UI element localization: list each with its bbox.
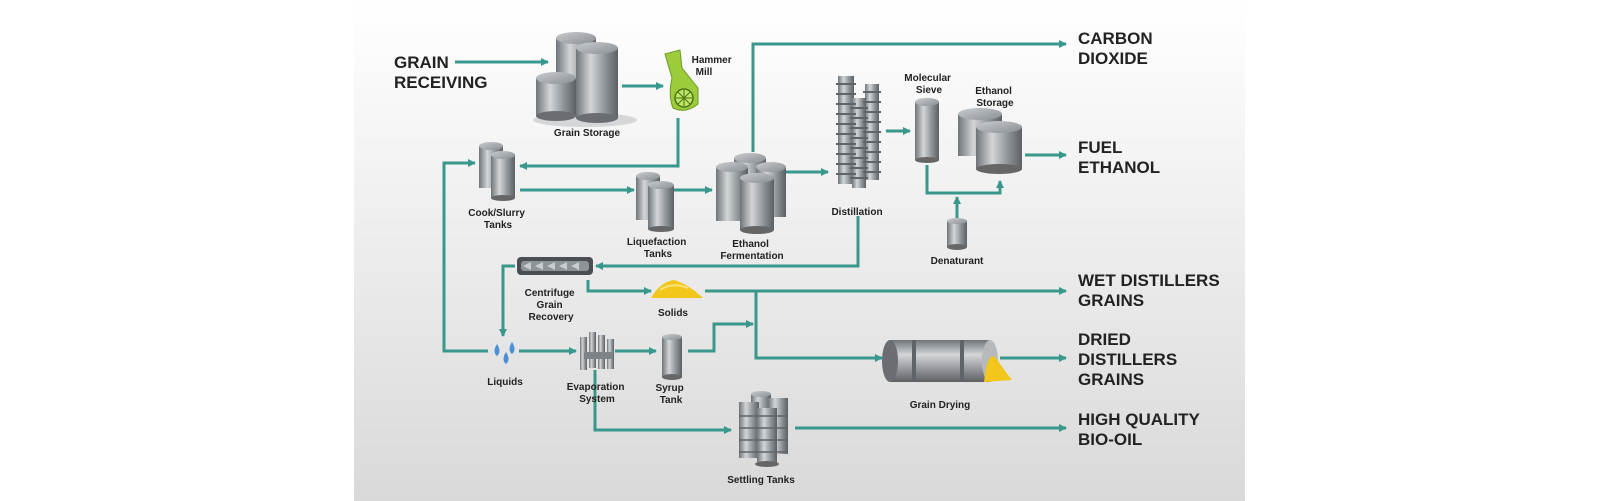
label-cook-slurry-tanks: Cook/Slurry Tanks <box>468 208 527 231</box>
label-liquids: Liquids <box>487 377 523 388</box>
ethanol-storage-tanks <box>958 108 1022 174</box>
evaporation-system <box>580 332 614 370</box>
label-denaturant: Denaturant <box>931 256 984 267</box>
label-grain-drying: Grain Drying <box>910 400 971 411</box>
denaturant-tank <box>947 218 967 250</box>
label-dried-distillers-grains: DRIED DISTILLERS GRAINS <box>1078 330 1182 389</box>
label-hammer-mill: Hammer Mill <box>692 55 735 78</box>
liquids-droplets-icon <box>494 342 515 364</box>
distillation-columns <box>836 76 881 188</box>
label-wet-distillers-grains: WET DISTILLERS GRAINS <box>1078 271 1224 310</box>
hammer-mill-icon <box>664 49 699 111</box>
arrow-evaporation-to-settling <box>593 370 732 434</box>
grain-drying-drum <box>882 340 1012 382</box>
grain-storage-silos <box>533 32 637 127</box>
molecular-sieve-tank <box>915 98 939 163</box>
liquefaction-tanks <box>636 172 674 232</box>
label-liquefaction-tanks: Liquefaction Tanks <box>627 237 689 260</box>
arrow-sieve-to-storage <box>925 165 1004 195</box>
label-carbon-dioxide: CARBON DIOXIDE <box>1078 29 1157 68</box>
label-grain-storage: Grain Storage <box>554 128 621 139</box>
label-centrifuge: Centrifuge Grain Recovery <box>525 288 578 323</box>
diagram-background <box>354 0 1245 501</box>
label-distillation: Distillation <box>831 207 882 218</box>
arrow-distillation-to-centrifuge <box>595 216 860 270</box>
arrow-recycle-to-cook <box>442 159 488 353</box>
label-fuel-ethanol: FUEL ETHANOL <box>1078 138 1160 177</box>
arrow-mill-to-cook <box>519 118 680 170</box>
arrow-junction-to-drying <box>754 291 883 362</box>
label-evaporation-system: Evaporation System <box>567 382 628 405</box>
label-solids: Solids <box>658 308 688 319</box>
label-grain-receiving: GRAIN RECEIVING <box>394 53 488 92</box>
label-ethanol-fermentation: Ethanol Fermentation <box>720 239 783 262</box>
label-settling-tanks: Settling Tanks <box>727 475 795 486</box>
label-ethanol-storage: Ethanol Storage <box>975 86 1014 109</box>
syrup-tank <box>662 334 682 380</box>
settling-tanks <box>739 391 788 467</box>
label-syrup-tank: Syrup Tank <box>655 383 686 406</box>
arrow-fermentation-to-co2 <box>751 40 1067 152</box>
centrifuge-unit <box>517 257 593 275</box>
arrow-centrifuge-to-solids <box>586 280 652 295</box>
label-molecular-sieve: Molecular Sieve <box>904 73 953 96</box>
flow-arrows <box>442 40 1067 434</box>
arrow-centrifuge-to-liquids <box>499 264 515 337</box>
arrow-syrup-to-junction <box>688 320 754 353</box>
label-bio-oil: HIGH QUALITY BIO-OIL <box>1078 410 1204 449</box>
solids-pile <box>651 280 703 298</box>
cook-slurry-tanks <box>479 142 515 201</box>
fermentation-tanks <box>716 153 786 234</box>
